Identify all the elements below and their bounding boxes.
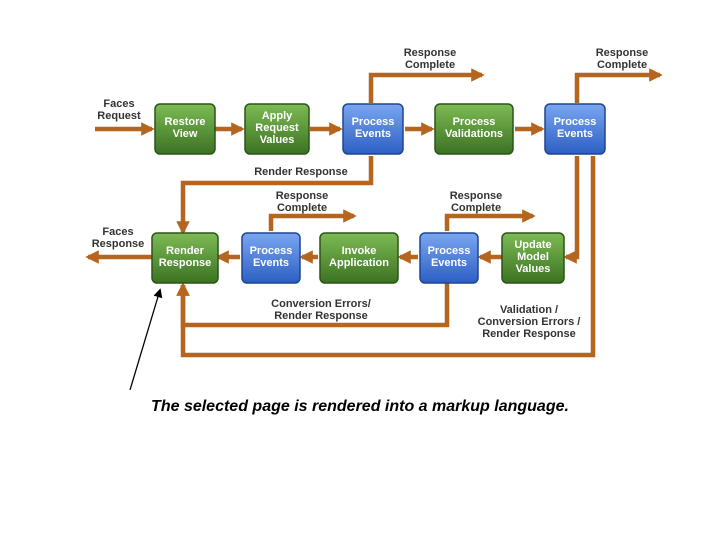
arrow-response-complete-1: [368, 68, 485, 103]
caption-pointer-arrow: [129, 288, 163, 391]
caption-text: The selected page is rendered into a mar…: [151, 398, 569, 415]
label-render-response-path: Render Response: [254, 166, 348, 178]
arrow-response-complete-3: [268, 209, 357, 231]
arrow-events2-to-update: [563, 156, 580, 264]
label-conversion-errors: Conversion Errors/Render Response: [271, 298, 371, 322]
label-validation-errors: Validation /Conversion Errors /Render Re…: [478, 304, 581, 340]
arrow-response-complete-4: [444, 209, 536, 231]
arrow-response-complete-2: [574, 68, 663, 103]
arrow-render-response-path: [176, 156, 374, 235]
arrow-validation-errors: [176, 156, 596, 358]
